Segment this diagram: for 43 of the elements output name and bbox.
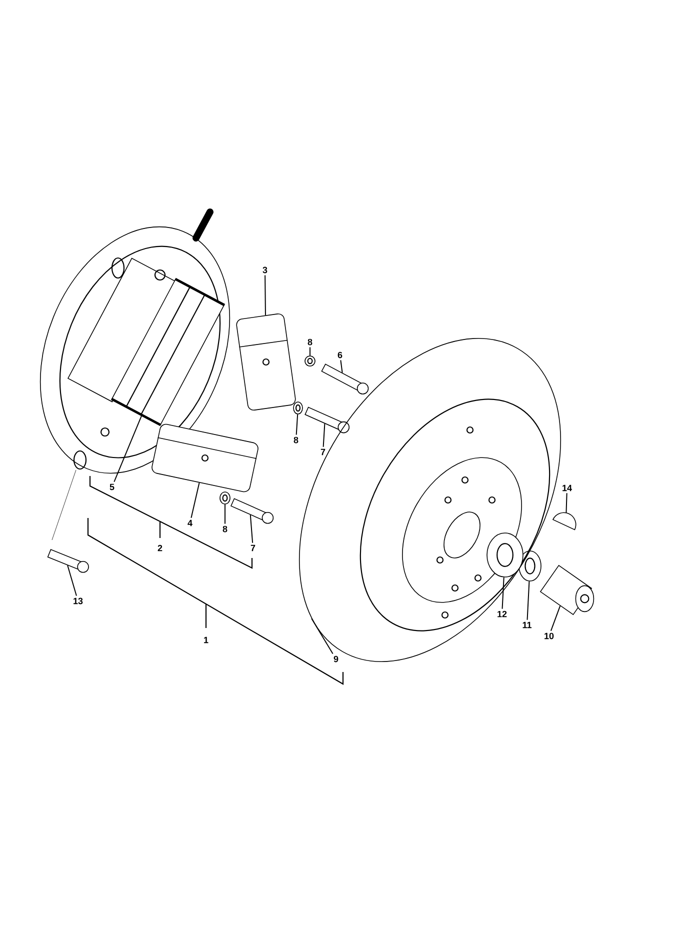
callout-number: 13 xyxy=(74,598,83,604)
leader-line xyxy=(566,492,568,513)
key xyxy=(552,512,576,530)
leader-line xyxy=(114,414,142,482)
callout-number: 8 xyxy=(222,526,228,532)
callout-number: 14 xyxy=(562,484,572,492)
washer xyxy=(293,402,303,414)
leader-line xyxy=(311,618,334,654)
bolt xyxy=(230,498,274,524)
callout-number: 5 xyxy=(110,484,114,490)
callout-number: 12 xyxy=(498,610,507,618)
leader-line xyxy=(264,274,266,316)
leader-line xyxy=(550,605,561,632)
callout-number: 10 xyxy=(544,632,554,640)
coil xyxy=(110,278,226,426)
bolt xyxy=(321,364,369,394)
bolt xyxy=(304,406,350,434)
washer xyxy=(304,356,316,366)
leader-line xyxy=(340,360,343,374)
leader-line xyxy=(296,414,298,436)
callout-number: 3 xyxy=(262,266,268,274)
leader-line xyxy=(322,423,326,448)
washer xyxy=(220,492,230,504)
callout-number: 2 xyxy=(158,544,162,552)
pickup-block xyxy=(236,314,296,411)
leader-line xyxy=(250,514,254,544)
callout-number: 8 xyxy=(294,436,298,444)
leader-line xyxy=(190,482,200,518)
leader-line xyxy=(67,564,77,596)
callout-number: 7 xyxy=(250,544,256,552)
leader-line xyxy=(502,576,504,610)
callout-number: 6 xyxy=(338,352,342,358)
callout-number: 8 xyxy=(308,338,312,346)
callout-number: 4 xyxy=(188,520,192,526)
leader-line xyxy=(526,580,530,620)
rotor-drum xyxy=(299,338,561,662)
leader-line xyxy=(224,504,226,524)
callout-number: 9 xyxy=(334,656,338,662)
callout-number: 11 xyxy=(522,622,532,628)
callout-number: 1 xyxy=(204,636,208,644)
pickup-block xyxy=(152,424,258,492)
bolt xyxy=(47,549,89,573)
callout-number: 7 xyxy=(320,448,326,456)
